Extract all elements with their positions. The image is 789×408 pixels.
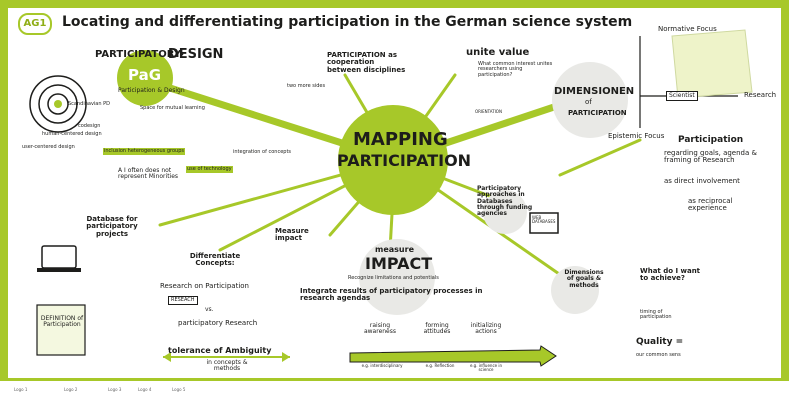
differentiate-ron: Research on Participation — [160, 282, 249, 290]
arrow-label-attitudes: forming attitudes — [423, 322, 451, 336]
pad-title-b: DESIGN — [168, 47, 224, 62]
footer-logo-2: Logo 2 — [64, 387, 78, 392]
participation-recip: as reciprocal experience — [688, 197, 733, 213]
cooperation-text: PARTICIPATION as cooperation between dis… — [327, 51, 406, 74]
page-title: Locating and differentiating participati… — [62, 14, 633, 30]
left-border — [0, 0, 8, 378]
axis-scientist: Scientist — [666, 91, 698, 102]
differentiate-pr: participatory Research — [178, 319, 258, 327]
measure-small: Measure impact — [275, 227, 309, 243]
footer-logo-3: Logo 3 — [108, 387, 122, 392]
participation-direct: as direct involvement — [664, 177, 740, 185]
footer-logo-5: Logo 5 — [172, 387, 186, 392]
pad-label-codesign: codesign — [78, 123, 101, 129]
databases-screen: WEB DATABASES — [532, 215, 556, 225]
pad-tech: use of technology — [186, 166, 233, 174]
center-title-line2: PARTICIPATION — [337, 151, 472, 170]
ambiguity-title: tolerance of Ambiguity — [168, 346, 272, 355]
definition-note: DEFINITION of Participation — [40, 315, 84, 329]
arrow-label-actions: initializing actions — [470, 322, 502, 336]
arrow-label-awareness: raising awareness — [363, 322, 397, 336]
value-question: What common interest unites researchers … — [478, 61, 553, 78]
axis-normative: Normative Focus — [658, 25, 717, 33]
footer-bar — [0, 378, 789, 408]
value-small: ORIENTATION — [475, 109, 502, 114]
differentiate-badge: RESEACH — [168, 296, 198, 306]
pad-label-ucd: user-centered design — [22, 144, 75, 150]
arrow-sub-awareness: e.g. interdisciplinary — [361, 363, 403, 368]
differentiate-vs: vs. — [205, 306, 214, 313]
pad-title-a: PARTICIPATORY- — [95, 49, 184, 60]
dimensionen-title: DIMENSIONEN — [554, 86, 635, 97]
footer-logo-4: Logo 4 — [138, 387, 152, 392]
ambiguity-sub: in concepts & methods — [206, 359, 248, 373]
arrow-sub-actions: e.g. influence in science — [469, 363, 503, 373]
participation-box-title: Participation — [678, 135, 744, 145]
badge: AG1 — [18, 13, 52, 35]
pad-integration: integration of concepts — [233, 149, 292, 155]
cooperation-sides: two more sides — [287, 83, 326, 89]
pad-logo: PaG — [128, 66, 162, 84]
pad-label-hcd: human-centered design — [42, 131, 102, 137]
pad-space: Space for mutual learning — [140, 105, 205, 111]
value-title: unite value — [466, 47, 530, 58]
pad-label-scandinavian: Scandinavian PD — [68, 101, 110, 107]
right-border — [781, 0, 789, 378]
databases-text: Participatory approaches in Databases th… — [477, 185, 533, 218]
differentiate-title: Differentiate Concepts: — [189, 252, 241, 268]
dimensionen-sub: PARTICIPATION — [568, 109, 627, 117]
database-label: Database for participatory projects — [86, 215, 138, 238]
measure-big: IMPACT — [365, 254, 433, 273]
measure-recog: Recognize limitations and potentials — [348, 275, 439, 281]
arrow-sub-attitudes: e.g. Reflection — [425, 363, 455, 368]
dimensions-quality: Quality = — [636, 337, 684, 347]
dimensions-goals-title: Dimensions of goals & methods — [564, 269, 604, 289]
pad-hetero: inclusion heterogeneous groups — [103, 148, 186, 156]
participation-goals: regarding goals, agenda & framing of Res… — [664, 149, 757, 165]
top-border — [0, 0, 789, 8]
pad-ai: A I often does not represent Minorities — [118, 167, 179, 181]
dimensions-achieve: What do I want to achieve? — [640, 267, 701, 283]
dimensionen-of: of — [585, 98, 592, 106]
footer-logo-1: Logo 1 — [14, 387, 28, 392]
axis-epistemic: Epistemic Focus — [608, 132, 665, 140]
measure-integrate: Integrate results of participatory proce… — [300, 287, 483, 303]
axis-research: Research — [744, 91, 777, 99]
measure-top: measure — [375, 245, 414, 254]
dimensions-common: our common sens — [636, 352, 681, 358]
center-title-line1: MAPPING — [353, 129, 448, 150]
pad-subtitle: Participation & Design — [118, 87, 185, 94]
dimensions-timing: timing of participation — [640, 309, 672, 321]
